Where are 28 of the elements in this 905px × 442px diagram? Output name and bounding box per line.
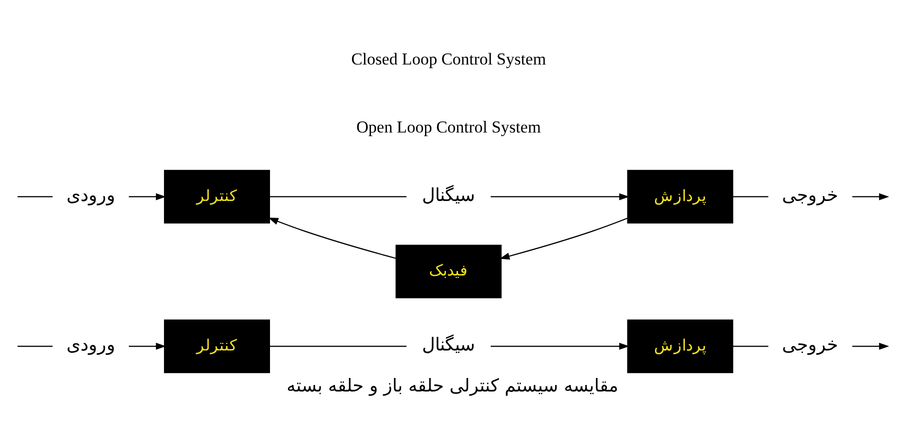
node-box: پردازش: [627, 170, 734, 224]
connector: [270, 196, 406, 198]
arrow: [490, 193, 630, 200]
arrow: [128, 193, 166, 200]
connector: [18, 196, 53, 198]
node-box: کنترلر: [164, 170, 270, 224]
connector: [18, 346, 53, 347]
arrow: [500, 218, 628, 260]
node-box: فیدبک: [396, 244, 502, 298]
connector: [732, 196, 768, 198]
node-box: کنترلر: [164, 320, 270, 374]
node-text: سیگنال: [422, 184, 476, 205]
arrow: [852, 342, 890, 350]
node-text: سیگنال: [422, 334, 476, 355]
arrow: [128, 342, 166, 350]
node-text: ورودی: [66, 184, 116, 205]
arrow: [268, 218, 396, 259]
node-text: خروجی: [782, 334, 838, 355]
label: Closed Loop Control System: [351, 49, 546, 68]
arrow: [490, 342, 630, 350]
label: Open Loop Control System: [356, 118, 541, 137]
arrow: [852, 193, 890, 200]
node-text: خروجی: [782, 184, 838, 205]
connector: [270, 346, 406, 347]
node-text: ورودی: [66, 334, 116, 355]
caption: مقایسه سیستم کنترلی حلقه باز و حلقه بسته: [286, 375, 618, 396]
connector: [732, 346, 768, 347]
node-box: پردازش: [627, 320, 734, 374]
